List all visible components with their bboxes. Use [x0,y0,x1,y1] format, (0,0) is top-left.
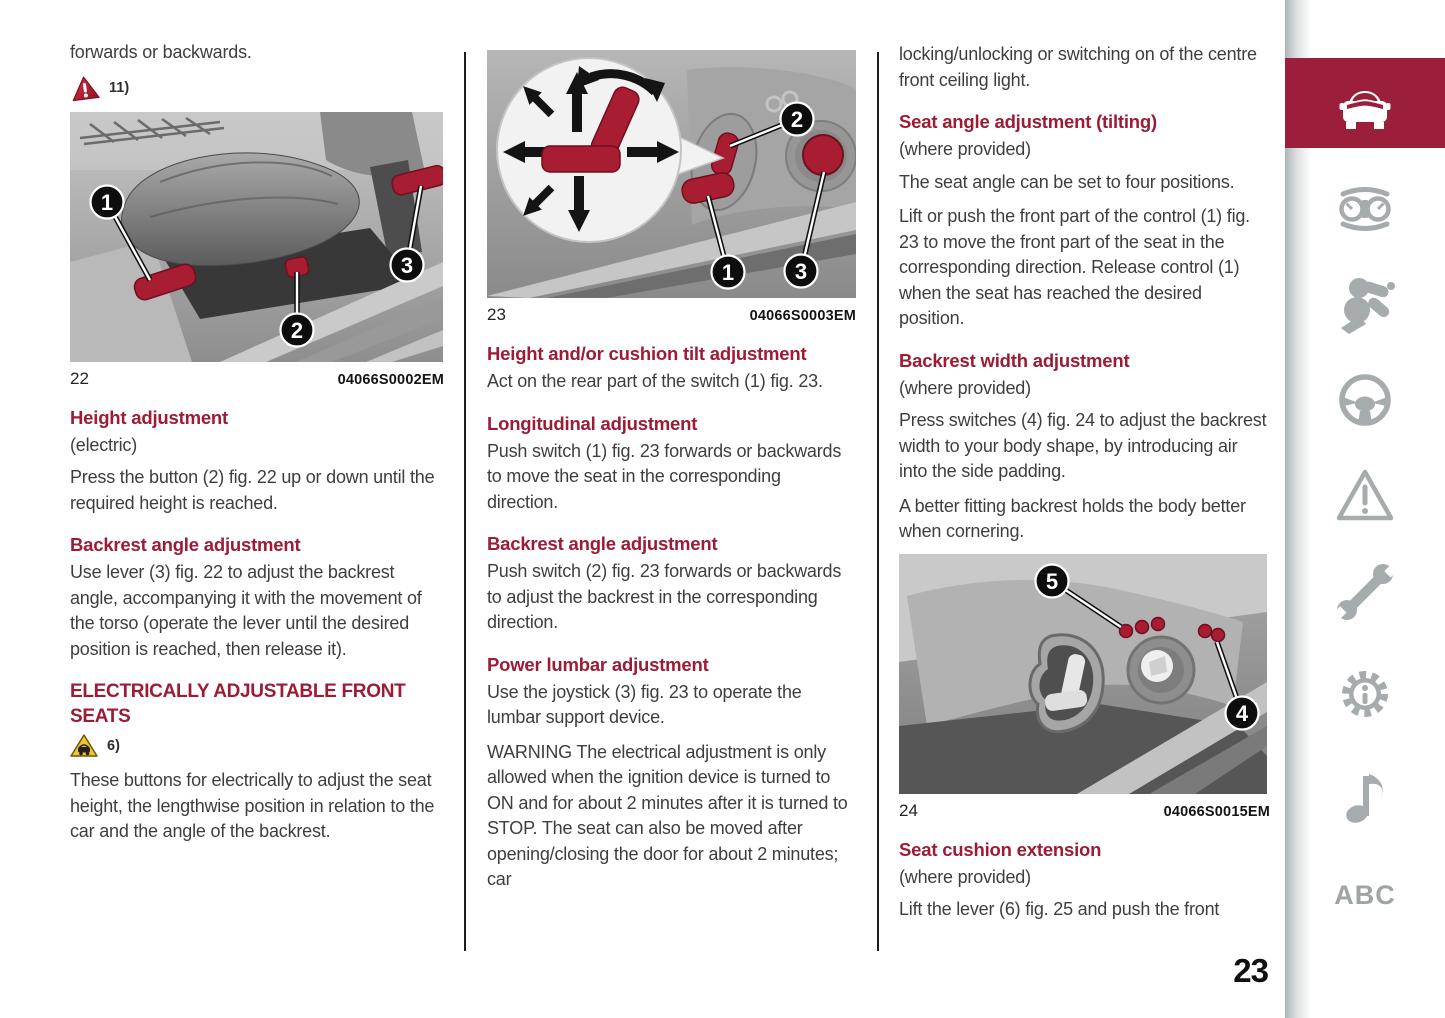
svg-text:2: 2 [291,318,303,343]
red-warning-triangle-icon [72,75,100,101]
section-subnote: (where provided) [899,377,1031,398]
section-heading: Longitudinal adjustment [487,412,698,434]
warning-triangle-icon [1336,469,1394,521]
callout-1: 1 [89,183,125,220]
steering-wheel-icon [1339,374,1391,426]
sidebar-tab-maintenance[interactable] [1285,560,1445,624]
section-body: Lift or push the front part of the contr… [899,206,1250,328]
figure-24-code: 04066S0015EM [1163,803,1270,820]
section-subnote: (electric) [70,434,138,455]
sidebar-tab-emergency[interactable] [1285,465,1445,527]
callout-1: 1 [710,254,746,290]
svg-text:3: 3 [401,253,413,278]
section-body: WARNING The electrical adjustment is onl… [487,741,848,890]
sidebar-tab-airbag[interactable] [1285,272,1445,334]
section-heading: Backrest angle adjustment [70,534,301,555]
music-note-icon [1346,774,1383,823]
svg-text:5: 5 [1046,569,1058,594]
figure-22-image: 1 2 3 [70,111,443,362]
caution-note-row: 6) [70,733,444,758]
section-heading: Height and/or cushion tilt adjustment [487,343,807,364]
warning-note-row: 11) [70,75,444,102]
figure-23-code: 04066S0003EM [749,308,856,324]
sidebar-tab-dashboard[interactable] [1285,180,1445,236]
chapter-sidebar: ABC [1285,0,1445,1018]
figure-23-number: 23 [487,305,506,324]
callout-4: 4 [1224,694,1260,731]
airbag-icon [1341,278,1395,334]
section-heading: Seat angle adjustment (tilting) [899,111,1157,132]
svg-text:2: 2 [791,107,803,132]
dashboard-icon [1339,187,1391,231]
seat-lever-1 [133,263,197,300]
section-body: Use the joystick (3) fig. 23 to operate … [487,681,802,728]
svg-text:1: 1 [722,260,734,285]
svg-text:1: 1 [101,190,113,215]
section-heading: Power lumbar adjustment [487,653,709,675]
seat-glyph [541,86,640,173]
section-body: The seat angle can be set to four positi… [899,171,1235,192]
svg-text:3: 3 [795,259,807,284]
caution-note-label: 6) [107,737,120,754]
sidebar-tab-multimedia[interactable] [1285,766,1445,828]
car-icon [1339,91,1391,129]
section-body: Act on the rear part of the switch (1) f… [487,371,823,391]
intro-text: forwards or backwards. [70,42,252,62]
section-body: Press switches (4) fig. 24 to adjust the… [899,410,1267,481]
figure-23-image: 2 1 3 [487,50,856,298]
callout-2: 2 [779,101,815,137]
callout-5: 5 [1034,562,1070,599]
svg-text:4: 4 [1236,701,1249,726]
page-number: 23 [1233,952,1269,989]
section-subnote: (where provided) [899,866,1031,887]
figure-24: 5 4 24 04066S0015EM [899,553,1270,821]
section-heading: Height adjustment [70,406,228,428]
warning-note-label: 11) [109,80,130,96]
direction-inset [496,57,725,243]
wrench-icon [1333,561,1397,623]
page-edge-shadow [1285,0,1311,1018]
figure-23: 2 1 3 23 04066S0003EM [487,50,856,325]
round-knob-control [1126,635,1196,704]
column-2: 2 1 3 23 04066S0003EM Height and/or cush… [487,50,856,902]
sidebar-tab-technical-data[interactable] [1285,662,1445,726]
column-1: forwards or backwards. 11) [70,40,444,854]
callout-3: 3 [783,253,819,289]
section-body: Push switch (1) fig. 23 forwards or back… [487,440,842,512]
door-detail-ring [765,95,783,113]
figure-22: 1 2 3 22 04066S0002EM [70,111,444,389]
backrest-width-switches-4 [1118,616,1226,642]
section-body: Use lever (3) fig. 22 to adjust the back… [70,562,422,659]
section-heading: Seat cushion extension [899,838,1102,860]
figure-22-code: 04066S0002EM [337,371,444,388]
section-body: Lift the lever (6) fig. 25 and push the … [899,899,1220,919]
section-subnote: (where provided) [899,139,1031,159]
column-divider-left [464,52,466,951]
intro-text: locking/unlocking or switching on of the… [899,44,1257,90]
lumbar-joystick-3 [802,134,844,176]
figure-24-image: 5 4 [899,553,1267,794]
callout-3: 3 [389,246,425,283]
gear-info-icon [1342,671,1388,717]
sidebar-tab-car-active[interactable] [1285,58,1445,148]
vent-grille [79,116,225,145]
column-divider-right [877,52,879,951]
section-body: These buttons for electrically to adjust… [70,770,435,841]
direction-arrows [503,66,679,232]
column-3: locking/unlocking or switching on of the… [899,42,1270,932]
callout-2: 2 [279,311,315,348]
section-body: Press the button (2) fig. 22 up or down … [70,467,435,513]
section-heading: Backrest width adjustment [899,349,1130,371]
section-body: Push switch (2) fig. 23 forwards or back… [487,561,842,632]
section-body: A better fitting backrest holds the body… [899,495,1246,542]
sidebar-tab-steering[interactable] [1285,370,1445,432]
abc-index-label: ABC [1334,880,1396,910]
yellow-caution-triangle-icon [70,734,98,757]
seat-shape-control [1028,632,1105,733]
section-heading: Backrest angle adjustment [487,533,718,554]
figure-24-number: 24 [899,800,918,820]
figure-22-number: 22 [70,368,89,388]
sidebar-tab-index[interactable]: ABC [1285,880,1445,911]
chapter-heading: ELECTRICALLY ADJUSTABLE FRONT SEATS [70,681,406,727]
